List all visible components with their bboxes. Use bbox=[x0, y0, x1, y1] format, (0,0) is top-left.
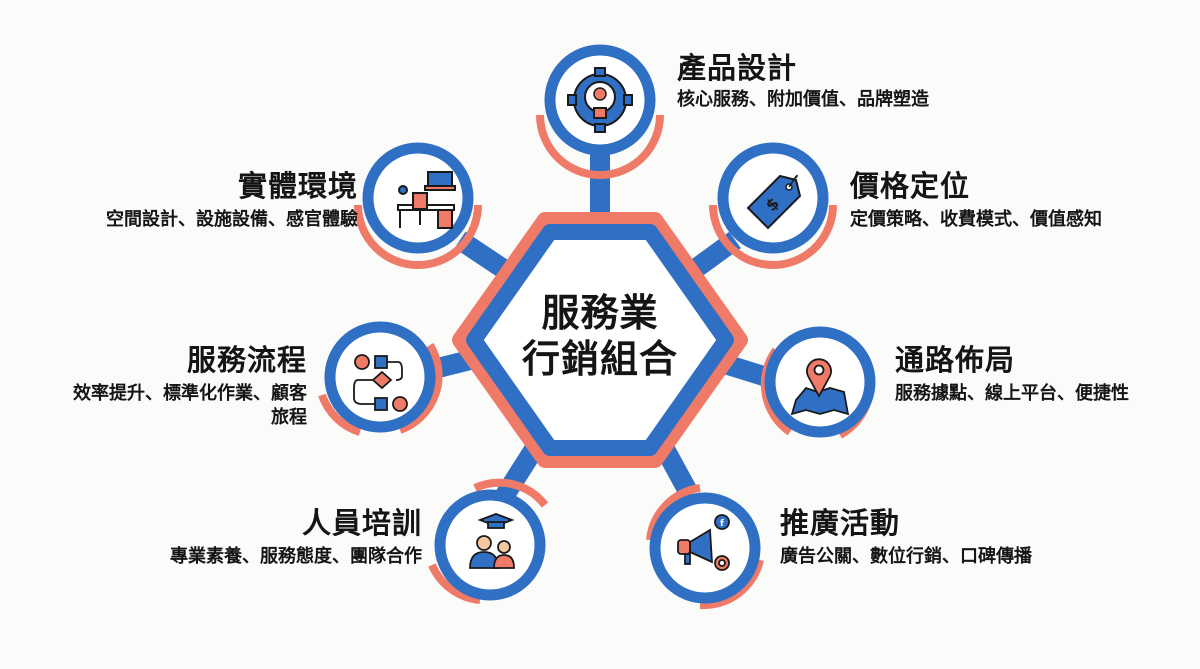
node-title: 服務流程 bbox=[186, 343, 307, 377]
gear-lightbulb-icon bbox=[567, 67, 633, 133]
node-title: 產品設計 bbox=[677, 51, 798, 85]
node-desc: 服務據點、線上平台、便捷性 bbox=[895, 383, 1129, 404]
node-title: 通路佈局 bbox=[895, 343, 1016, 377]
node-circle-process bbox=[318, 321, 443, 436]
node-label-people: 人員培訓 專業素養、服務態度、團隊合作 bbox=[170, 505, 422, 569]
graduation-people-icon bbox=[469, 513, 515, 569]
node-circle-people bbox=[428, 478, 549, 604]
node-circle-physical bbox=[354, 142, 482, 269]
node-title: 實體環境 bbox=[237, 169, 358, 203]
center-title-line1: 服務業 bbox=[541, 291, 659, 335]
node-title: 價格定位 bbox=[850, 169, 971, 203]
office-desk-icon bbox=[397, 171, 456, 229]
node-desc: 空間設計、設施設備、感官體驗 bbox=[106, 209, 358, 230]
node-label-physical: 實體環境 空間設計、設施設備、感官體驗 bbox=[106, 168, 358, 232]
node-title: 推廣活動 bbox=[780, 506, 901, 540]
node-circle-place bbox=[760, 326, 876, 439]
node-circle-promotion: f bbox=[646, 484, 764, 610]
node-desc: 核心服務、附加價值、品牌塑造 bbox=[677, 89, 929, 110]
center-title: 服務業 行銷組合 bbox=[480, 290, 720, 382]
center-title-line2: 行銷組合 bbox=[521, 337, 678, 381]
center-hexagon bbox=[452, 212, 748, 468]
node-label-promotion: 推廣活動 廣告公關、數位行銷、口碑傳播 bbox=[780, 505, 1032, 569]
node-desc: 專業素養、服務態度、團隊合作 bbox=[170, 546, 422, 567]
node-label-product: 產品設計 核心服務、附加價值、品牌塑造 bbox=[677, 50, 929, 112]
node-circle-product bbox=[536, 44, 664, 179]
node-title: 人員培訓 bbox=[301, 506, 422, 540]
node-label-price: 價格定位 定價策略、收費模式、價值感知 bbox=[850, 168, 1102, 232]
node-desc: 廣告公關、數位行銷、口碑傳播 bbox=[780, 546, 1032, 567]
node-label-process: 服務流程 效率提升、標準化作業、顧客 旅程 bbox=[73, 342, 307, 430]
node-label-place: 通路佈局 服務據點、線上平台、便捷性 bbox=[895, 342, 1129, 406]
node-desc: 效率提升、標準化作業、顧客 bbox=[73, 383, 307, 404]
node-desc: 定價策略、收費模式、價值感知 bbox=[850, 209, 1102, 230]
node-desc-cont: 旅程 bbox=[271, 407, 307, 428]
map-pin-icon bbox=[790, 358, 850, 416]
node-circle-price: $ bbox=[709, 142, 837, 269]
megaphone-icon: f bbox=[677, 514, 730, 571]
price-tag-icon: $ bbox=[746, 174, 802, 230]
svg-text:f: f bbox=[720, 519, 724, 529]
flowchart-icon bbox=[353, 354, 408, 412]
